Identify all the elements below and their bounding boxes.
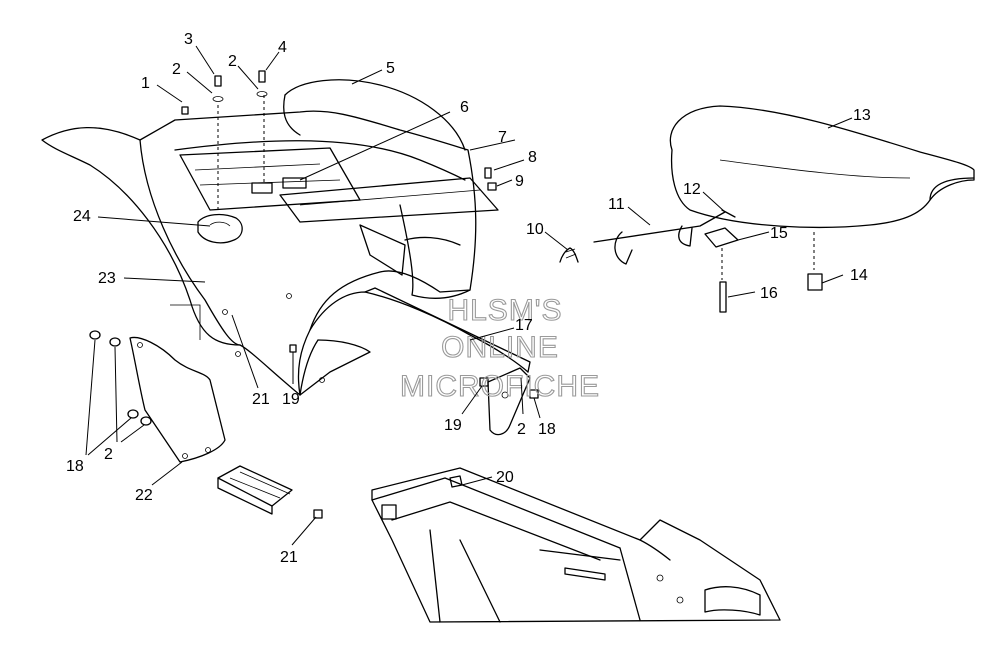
watermark-line-2: ONLINE bbox=[441, 331, 559, 364]
latch-rod bbox=[593, 209, 736, 265]
callout-5: 5 bbox=[386, 60, 395, 77]
fender-bracket bbox=[487, 367, 531, 436]
rear-fender bbox=[41, 79, 531, 396]
callout-7: 7 bbox=[498, 129, 507, 146]
watermark-line-3: MICROFICHE bbox=[400, 370, 600, 403]
latch-plate bbox=[704, 227, 739, 313]
callout-21-fender: 21 bbox=[252, 391, 270, 408]
callout-8: 8 bbox=[528, 149, 537, 166]
mud-flap bbox=[129, 336, 226, 463]
watermark: HLSM'S ONLINE MICROFICHE bbox=[399, 293, 600, 403]
callout-19-fender: 19 bbox=[282, 391, 300, 408]
callout-4: 4 bbox=[278, 39, 287, 56]
callout-18-left: 18 bbox=[66, 458, 84, 475]
callout-16: 16 bbox=[760, 285, 778, 302]
callout-19-bracket: 19 bbox=[444, 417, 462, 434]
callout-23: 23 bbox=[98, 270, 116, 287]
callout-2-washer-left: 2 bbox=[172, 61, 181, 78]
callout-3: 3 bbox=[184, 31, 193, 48]
callout-11: 11 bbox=[608, 196, 625, 213]
callout-22: 22 bbox=[135, 487, 153, 504]
callout-24: 24 bbox=[73, 208, 91, 225]
callout-17: 17 bbox=[515, 317, 533, 334]
callout-9: 9 bbox=[515, 173, 524, 190]
left-hardware bbox=[89, 330, 539, 426]
callout-10: 10 bbox=[526, 221, 544, 238]
leader-lines bbox=[85, 45, 853, 546]
seat bbox=[669, 105, 975, 291]
callout-2-washer-right: 2 bbox=[228, 53, 237, 70]
callout-1: 1 bbox=[141, 75, 150, 92]
skid-plate bbox=[217, 465, 323, 519]
callout-14: 14 bbox=[850, 267, 868, 284]
callout-2-bracket: 2 bbox=[517, 421, 526, 438]
frame bbox=[371, 467, 781, 623]
callout-20: 20 bbox=[496, 469, 514, 486]
callout-18-bracket: 18 bbox=[538, 421, 556, 438]
watermark-line-1: HLSM'S bbox=[447, 294, 562, 327]
callout-13: 13 bbox=[853, 107, 871, 124]
callout-15: 15 bbox=[770, 225, 788, 242]
callout-2-left: 2 bbox=[104, 446, 113, 463]
callout-12: 12 bbox=[683, 181, 701, 198]
top-fasteners bbox=[181, 70, 497, 191]
callout-21-skid: 21 bbox=[280, 549, 298, 566]
spring bbox=[559, 247, 579, 263]
callouts: 1 2 3 2 4 5 6 7 8 9 10 11 12 13 14 15 16… bbox=[66, 31, 871, 566]
callout-6: 6 bbox=[460, 99, 469, 116]
